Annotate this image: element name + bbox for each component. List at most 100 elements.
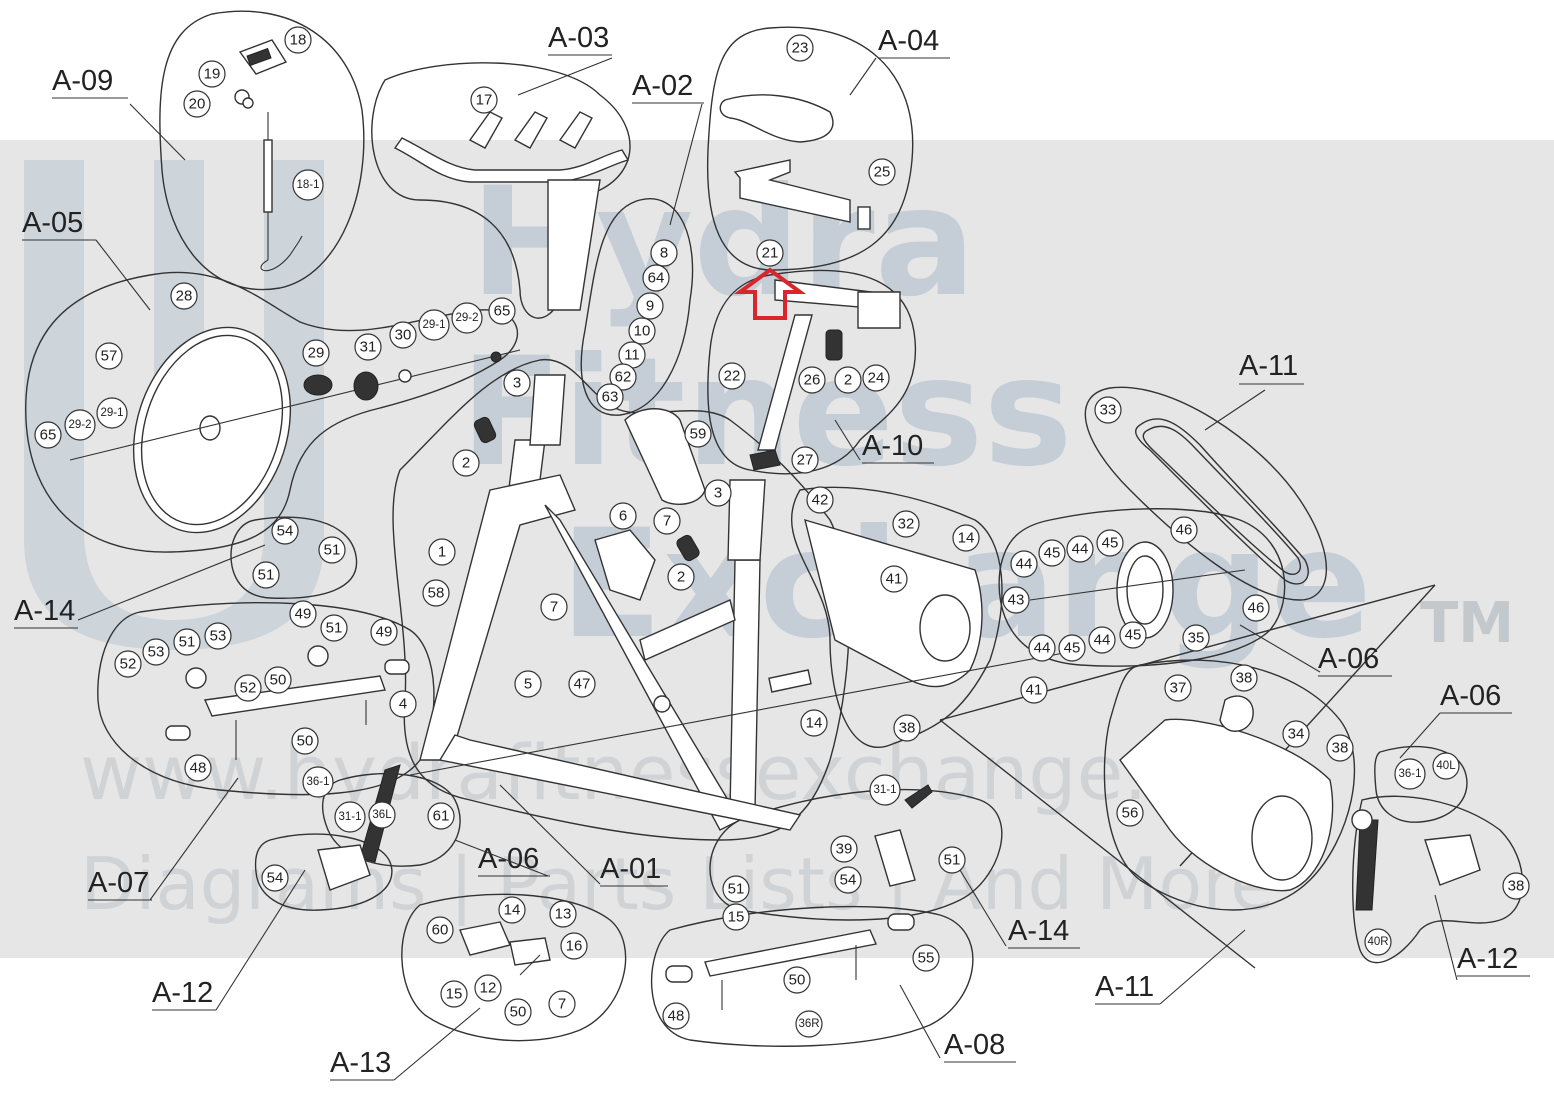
part-callout: 44 [1010, 550, 1038, 578]
part-callout: 24 [862, 364, 890, 392]
group-label-text: A-04 [878, 25, 939, 57]
part-callout: 40R [1364, 928, 1392, 956]
group-leader-line [454, 839, 549, 877]
part-number: 65 [494, 303, 511, 320]
group-leader-line [669, 103, 703, 226]
part-number: 2 [677, 569, 685, 586]
group-leader-line [215, 869, 306, 1011]
part-number: 53 [210, 628, 227, 645]
group-label-text: A-13 [330, 1047, 391, 1079]
part-callout: 16 [560, 932, 588, 960]
part-callout: 40L [1432, 752, 1460, 780]
part-number: 18 [290, 32, 307, 49]
part-callout-circle [488, 297, 516, 325]
group-label-A-02: A-02 [632, 70, 704, 226]
part-callout-circle [548, 990, 576, 1018]
part-callout: 14 [800, 709, 828, 737]
part-callout-circle [540, 593, 568, 621]
part-callout-circle [1242, 594, 1270, 622]
group-label-A-06a: A-06 [1239, 624, 1392, 677]
part-callout-circle [354, 333, 382, 361]
part-callout: 11 [618, 341, 646, 369]
part-number: 63 [602, 389, 619, 406]
part-callout-circle [302, 766, 334, 798]
part-number: 29-1 [422, 319, 445, 331]
part-callout: 36-1 [1394, 758, 1426, 790]
part-callout: 2 [834, 366, 862, 394]
part-callout-circle [234, 674, 262, 702]
group-label-text: A-06 [1440, 680, 1501, 712]
region-A-10 [707, 269, 917, 475]
part-callout: 58 [422, 579, 450, 607]
part-callout-circle [368, 801, 396, 829]
part-number: 7 [663, 513, 671, 530]
part-callout: 65 [34, 421, 62, 449]
part-number: 17 [476, 92, 493, 109]
part-number: 43 [1008, 592, 1025, 609]
part-callout-circle [95, 342, 123, 370]
part-callout-circle [952, 524, 980, 552]
rear-stabilizer [665, 913, 915, 1010]
part-callout-circle [862, 364, 890, 392]
part-callout-circle [503, 369, 531, 397]
group-label-text: A-02 [632, 70, 693, 102]
part-callout-circle [264, 666, 292, 694]
part-callout-circle [389, 321, 417, 349]
part-callout: 23 [786, 34, 814, 62]
part-callout: 45 [1119, 621, 1147, 649]
group-label-A-08: A-08 [899, 984, 1016, 1063]
part-callout-circle [426, 916, 454, 944]
group-leader-line [1399, 712, 1441, 759]
part-callout-circle [1394, 758, 1426, 790]
region-A-04 [706, 26, 914, 271]
part-callout: 42 [806, 486, 834, 514]
group-leader-line [1159, 929, 1246, 1005]
region-A-06c [321, 772, 461, 867]
group-label-A-14b: A-14 [959, 869, 1080, 949]
part-callout-circle [142, 638, 170, 666]
part-number: 7 [550, 599, 558, 616]
group-label-A-09: A-09 [52, 65, 186, 161]
part-callout-circle [830, 835, 858, 863]
region-A-01 [392, 359, 850, 841]
part-number: 38 [1508, 878, 1525, 895]
part-callout: 35 [1182, 624, 1210, 652]
part-callout: 49 [370, 618, 398, 646]
part-callout-circle [1282, 720, 1310, 748]
group-label-A-03: A-03 [517, 22, 613, 96]
group-label-text: A-03 [548, 22, 609, 54]
part-callout: 55 [912, 944, 940, 972]
part-number: 23 [792, 40, 809, 57]
part-callout: 30 [389, 321, 417, 349]
part-callout: 44 [1088, 626, 1116, 654]
part-callout-circle [609, 502, 637, 530]
part-number: 29 [308, 345, 325, 362]
group-leader-line [149, 777, 239, 901]
part-callout: 8 [650, 239, 678, 267]
part-callout: 50 [264, 666, 292, 694]
part-callout: 63 [596, 383, 624, 411]
group-leader-line [393, 1007, 481, 1081]
part-number: 1 [438, 544, 446, 561]
part-number: 44 [1072, 541, 1089, 558]
part-callout: 39 [830, 835, 858, 863]
part-callout: 15 [722, 903, 750, 931]
group-leader-line [1239, 624, 1321, 673]
group-label-A-04: A-04 [849, 25, 950, 96]
part-callout: 31 [354, 333, 382, 361]
part-callout-circle [1020, 676, 1048, 704]
part-callout-circle [170, 282, 198, 310]
group-leader-line [899, 984, 941, 1059]
part-callout-circle [114, 650, 142, 678]
part-callout: 51 [318, 536, 346, 564]
part-number: 34 [1288, 726, 1305, 743]
region-A-06d [1374, 745, 1468, 823]
part-number: 59 [690, 426, 707, 443]
part-number: 22 [724, 368, 741, 385]
part-callout-circle [650, 239, 678, 267]
part-number: 29-2 [455, 312, 478, 324]
part-callout-circle [289, 600, 317, 628]
part-callout-circle [418, 309, 450, 341]
part-number: 20 [189, 96, 206, 113]
